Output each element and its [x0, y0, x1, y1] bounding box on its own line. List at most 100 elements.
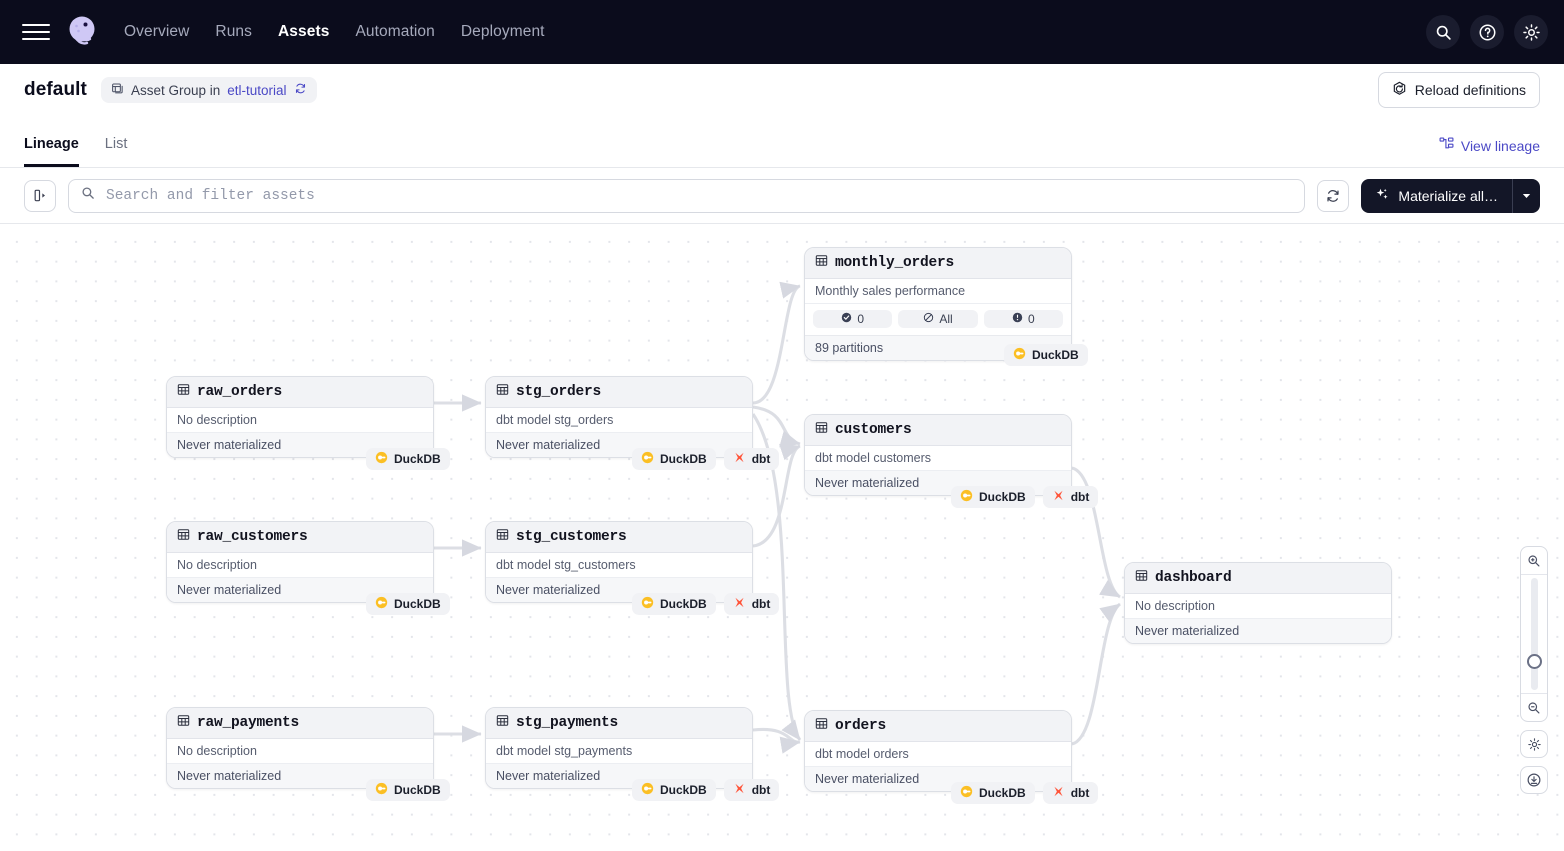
dagster-logo-icon[interactable] — [62, 12, 102, 52]
table-icon — [1135, 569, 1148, 587]
asset-tag-label: dbt — [1070, 786, 1090, 800]
asset-tag[interactable]: DuckDB — [366, 448, 450, 470]
lineage-settings-gear-icon[interactable] — [1520, 730, 1548, 758]
asset-tag-label: dbt — [751, 783, 771, 797]
panel-expand-icon[interactable] — [24, 179, 56, 212]
asset-tag[interactable]: DuckDB — [951, 486, 1035, 508]
chevron-down-icon[interactable] — [1512, 178, 1540, 213]
refresh-icon[interactable] — [294, 82, 307, 98]
dbt-icon — [1052, 785, 1065, 801]
download-circle-icon[interactable] — [1520, 766, 1548, 794]
asset-tag[interactable]: dbt — [723, 779, 780, 801]
asset-node-tags-raw_orders: DuckDB — [366, 448, 450, 470]
asset-node-header: stg_customers — [486, 522, 752, 553]
asset-node-title: raw_customers — [197, 529, 308, 545]
nav-link-deployment[interactable]: Deployment — [460, 23, 545, 40]
zoom-slider-stack — [1520, 546, 1548, 722]
asset-group-icon — [111, 82, 124, 98]
asset-tag[interactable]: DuckDB — [366, 593, 450, 615]
partition-pill-label: 0 — [1027, 312, 1035, 326]
duckdb-icon — [375, 782, 388, 798]
hamburger-menu-icon[interactable] — [22, 18, 50, 46]
gear-icon[interactable] — [1514, 15, 1548, 49]
asset-tag[interactable]: DuckDB — [366, 779, 450, 801]
table-icon — [177, 714, 190, 732]
table-icon — [815, 717, 828, 735]
slashed-circle-icon — [923, 312, 934, 326]
asset-group-chip[interactable]: Asset Group in etl-tutorial — [100, 77, 317, 103]
partition-pill[interactable]: 0 — [983, 310, 1063, 328]
asset-tag[interactable]: DuckDB — [951, 782, 1035, 804]
asset-node-description: dbt model stg_customers — [486, 553, 752, 578]
tab-list-view[interactable]: List — [104, 136, 128, 152]
refresh-button[interactable] — [1317, 179, 1350, 212]
nav-link-assets[interactable]: Assets — [278, 23, 330, 40]
asset-tag[interactable]: dbt — [1042, 486, 1099, 508]
reload-definitions-button[interactable]: Reload definitions — [1377, 72, 1540, 108]
asset-node-title: raw_payments — [197, 715, 300, 731]
asset-tag-label: DuckDB — [394, 452, 441, 466]
search-icon[interactable] — [1426, 15, 1460, 49]
nav-link-runs[interactable]: Runs — [215, 23, 252, 40]
zoom-slider-handle[interactable] — [1526, 654, 1542, 670]
view-lineage-label: View lineage — [1460, 138, 1540, 154]
asset-tag[interactable]: DuckDB — [632, 593, 716, 615]
top-navigation-bar: Overview Runs Assets Automation Deployme… — [0, 0, 1564, 64]
asset-node-description: No description — [167, 739, 433, 764]
dbt-icon — [733, 596, 746, 612]
asset-node-title: orders — [835, 718, 887, 734]
help-icon[interactable] — [1470, 15, 1504, 49]
view-lineage-link[interactable]: View lineage — [1439, 137, 1540, 155]
zoom-out-icon[interactable] — [1520, 694, 1548, 721]
tab-lineage[interactable]: Lineage — [24, 136, 79, 167]
table-icon — [815, 254, 828, 272]
asset-tag-label: DuckDB — [394, 597, 441, 611]
duckdb-icon — [641, 596, 654, 612]
exclamation-circle-icon — [1012, 312, 1023, 326]
main-nav-links: Overview Runs Assets Automation Deployme… — [124, 23, 545, 41]
asset-tag[interactable]: DuckDB — [1004, 344, 1088, 366]
table-icon — [496, 383, 509, 401]
nav-link-overview[interactable]: Overview — [124, 23, 190, 40]
partition-pill[interactable]: All — [898, 310, 978, 328]
asset-tag[interactable]: dbt — [1042, 782, 1099, 804]
asset-tag[interactable]: DuckDB — [632, 448, 716, 470]
asset-node-description: No description — [167, 408, 433, 433]
asset-tag[interactable]: dbt — [723, 593, 780, 615]
asset-group-chip-link[interactable]: etl-tutorial — [227, 82, 287, 98]
zoom-in-icon[interactable] — [1520, 547, 1548, 574]
asset-node-header: dashboard — [1125, 563, 1391, 594]
sparkle-icon — [1375, 187, 1390, 205]
reload-definitions-label: Reload definitions — [1414, 82, 1526, 98]
search-input[interactable] — [104, 186, 1293, 205]
asset-tag-label: DuckDB — [660, 597, 707, 611]
asset-node-header: stg_payments — [486, 708, 752, 739]
lineage-graph-icon — [1439, 137, 1454, 155]
asset-tag[interactable]: dbt — [723, 448, 780, 470]
asset-tag[interactable]: DuckDB — [632, 779, 716, 801]
nav-link-automation[interactable]: Automation — [355, 23, 435, 40]
materialize-all-label: Materialize all… — [1398, 187, 1498, 204]
materialize-all-button[interactable]: Materialize all… — [1361, 178, 1512, 213]
partition-pill[interactable]: 0 — [813, 310, 893, 328]
zoom-slider[interactable] — [1520, 575, 1548, 693]
asset-tag-label: dbt — [751, 452, 771, 466]
search-assets-box[interactable] — [68, 178, 1306, 213]
asset-node-status: Never materialized — [1125, 619, 1391, 643]
duckdb-icon — [960, 785, 973, 801]
asset-group-chip-prefix: Asset Group in — [130, 82, 221, 98]
partition-status-pills: 0 All 0 — [805, 304, 1071, 335]
asset-tag-label: DuckDB — [979, 490, 1026, 504]
asset-tag-label: dbt — [751, 597, 771, 611]
